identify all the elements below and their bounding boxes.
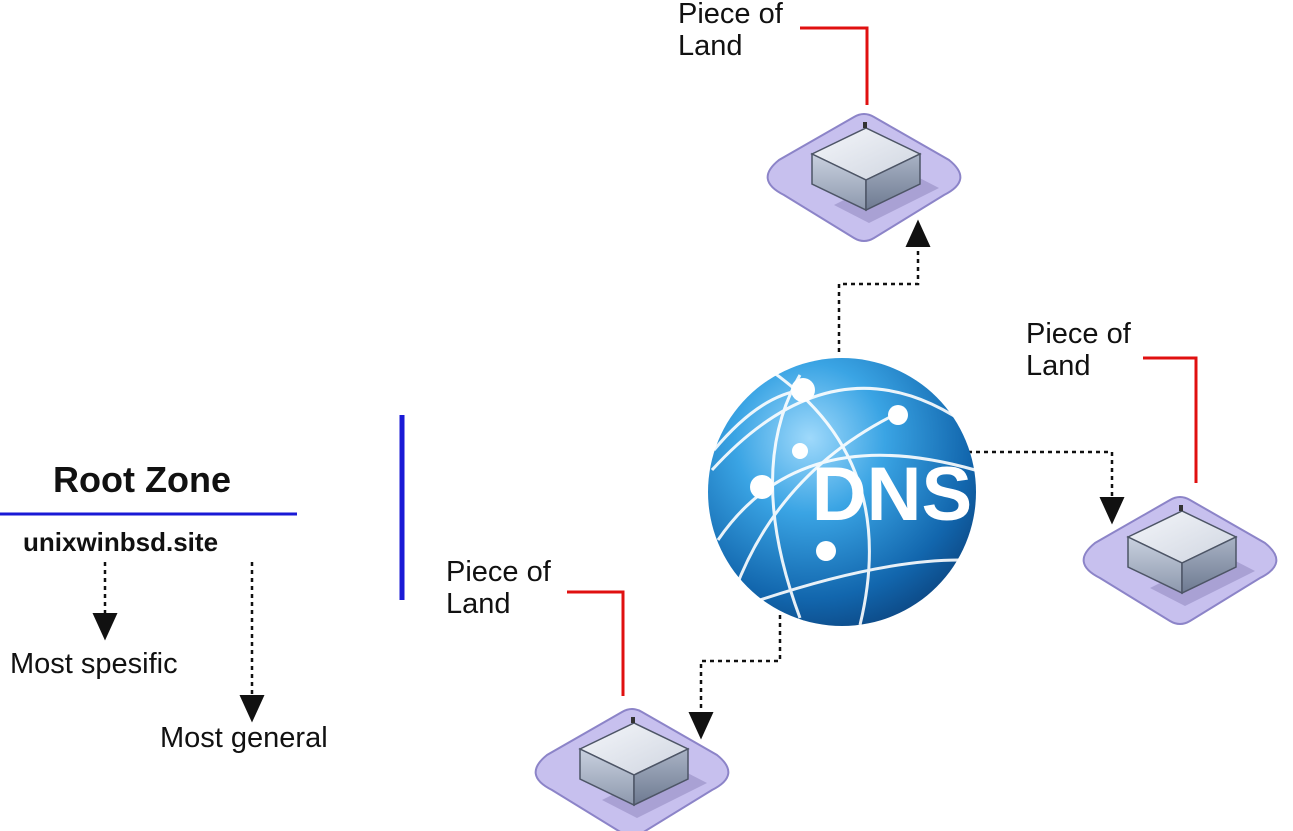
domain-name: unixwinbsd.site <box>23 527 219 557</box>
connector-top <box>800 26 869 105</box>
piece-of-land-label-right: Piece of Land <box>1026 318 1131 382</box>
connector-right <box>1143 356 1198 483</box>
server-platform-bottom <box>534 708 730 831</box>
dns-arrow-bottom <box>688 615 782 740</box>
piece-of-land-label-bottom: Piece of Land <box>446 556 551 620</box>
dns-globe-icon: DNS <box>708 358 976 626</box>
dns-arrow-top <box>837 219 931 352</box>
server-platform-right <box>1082 496 1278 625</box>
piece-of-land-label-top: Piece of Land <box>678 0 783 62</box>
dns-arrow-right <box>968 450 1125 525</box>
connector-bottom <box>567 590 625 696</box>
root-zone-title: Root Zone <box>53 459 231 500</box>
most-specific-label: Most spesific <box>10 648 178 680</box>
dns-label: DNS <box>812 452 972 537</box>
most-general-label: Most general <box>160 722 328 754</box>
server-platform-top <box>766 113 962 242</box>
